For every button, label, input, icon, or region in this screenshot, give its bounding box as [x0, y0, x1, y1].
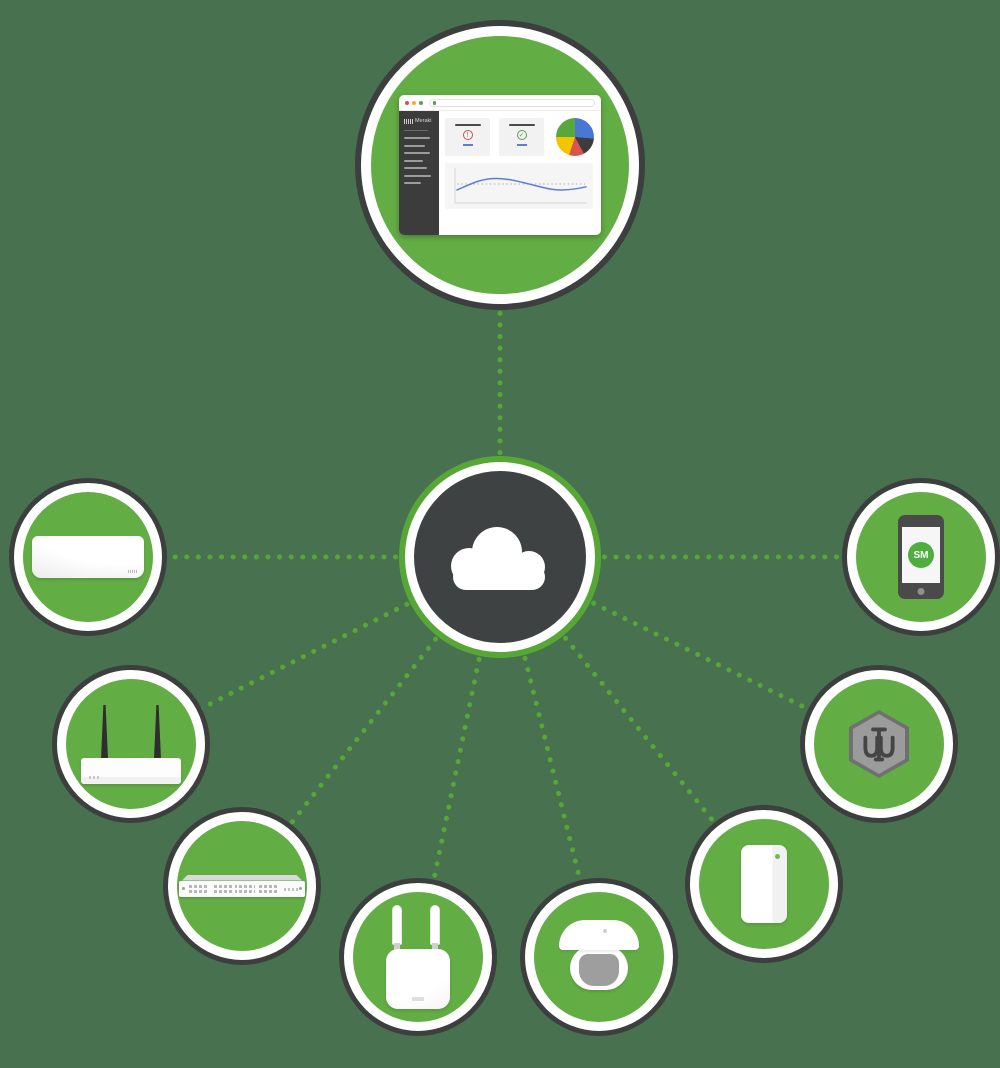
home-button: [917, 588, 925, 595]
router-antennas-icon: [81, 704, 181, 784]
indoor-access-point-node: [14, 483, 162, 631]
security-appliance-node: [57, 670, 205, 818]
hexagon-face: [853, 714, 905, 774]
status-card-ok: ✓: [499, 118, 544, 156]
window-control-dot: [412, 100, 416, 105]
window-control-dot: [405, 100, 409, 105]
camera-status-dot: [603, 929, 607, 933]
antenna-mount: [432, 943, 438, 952]
switch-front-face: [179, 880, 305, 897]
sidebar-divider: [404, 130, 428, 131]
camera-dome: [559, 920, 639, 950]
browser-address-bar: [429, 98, 595, 107]
cisco-logo-icon: [404, 118, 413, 124]
meraki-m-glyph: [863, 727, 895, 762]
appliance-chassis: [81, 758, 181, 784]
switch-uplink-ports: [284, 887, 298, 891]
cisco-logo-icon: [412, 997, 424, 1001]
cloud-icon: [451, 527, 545, 590]
brand-label: Meraki: [415, 118, 432, 124]
dashboard-node: Meraki !: [361, 26, 639, 304]
card-title-placeholder: [508, 124, 535, 126]
sidebar-menu-placeholder: [399, 137, 439, 184]
alert-circle-icon: !: [462, 130, 473, 140]
sensor-icon: [741, 845, 787, 923]
rack-switch-icon: [179, 874, 305, 898]
meraki-dashboard-browser-icon: Meraki !: [399, 95, 601, 235]
antenna-icon: [430, 905, 440, 945]
dashboard-main-area: ! ✓: [439, 111, 601, 235]
card-title-placeholder: [454, 124, 481, 126]
meraki-sm-hexagon-icon: [849, 710, 909, 778]
window-control-dot: [419, 100, 423, 105]
browser-titlebar: [399, 95, 601, 111]
antenna-mount: [394, 943, 400, 952]
dashboard-sidebar: Meraki: [399, 111, 439, 235]
security-camera-node: [525, 883, 673, 1031]
dome-camera-icon: [555, 920, 643, 994]
outdoor-access-point-node: [344, 883, 492, 1031]
dashboard-pie-chart: [556, 118, 594, 156]
switch-ports: [189, 884, 277, 893]
sensor-node: [690, 810, 838, 958]
outdoor-ap-icon: [378, 905, 458, 1009]
sm-badge: SM: [908, 542, 934, 568]
antenna-icon: [101, 705, 108, 759]
antenna-icon: [392, 905, 402, 945]
secure-site-icon: [433, 100, 436, 105]
smartphone-icon: SM: [898, 515, 944, 599]
systems-manager-node: [805, 670, 953, 818]
antenna-icon: [154, 705, 161, 759]
phone-screen: SM: [902, 527, 940, 583]
wireless-ap-icon: [32, 536, 144, 578]
switch-node: [168, 812, 316, 960]
cloud-node: [405, 462, 595, 652]
check-circle-icon: ✓: [516, 130, 527, 140]
card-link-placeholder: [462, 144, 473, 146]
camera-lens: [579, 954, 619, 986]
status-card-alert: !: [445, 118, 490, 156]
sensor-led: [775, 854, 780, 859]
vent-detail: [89, 776, 101, 779]
meraki-logo: Meraki: [399, 118, 439, 124]
dashboard-line-chart: [445, 163, 593, 209]
switch-top-face: [182, 874, 302, 881]
card-link-placeholder: [516, 144, 527, 146]
mobile-device-node: SM: [847, 483, 995, 631]
ap-chassis: [386, 949, 450, 1009]
cisco-logo-icon: [128, 570, 137, 573]
